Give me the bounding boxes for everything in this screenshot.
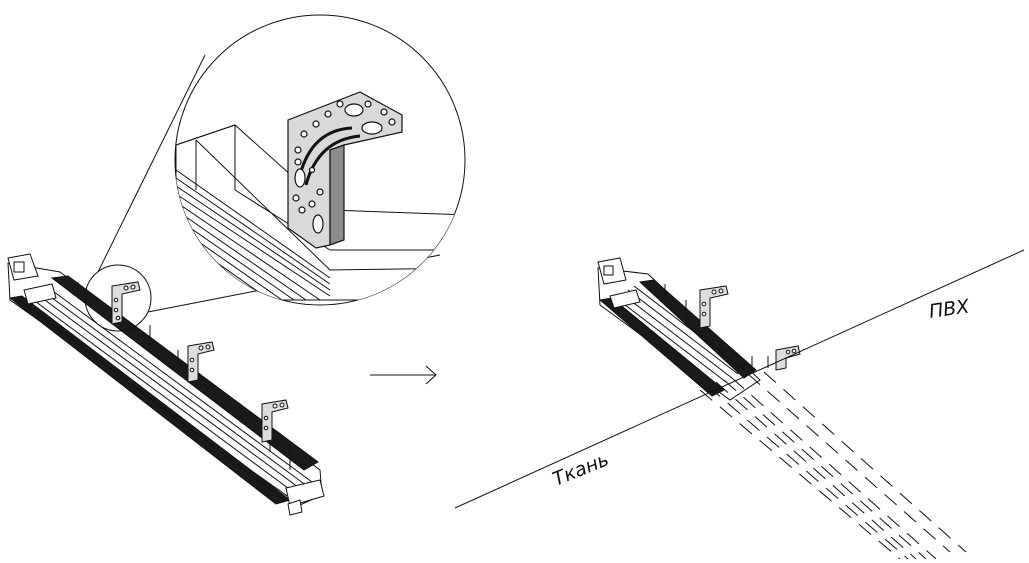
membrane-line <box>454 249 1025 509</box>
right-bracket-2 <box>775 345 801 371</box>
right-arrow-icon <box>370 365 437 385</box>
label-pvx: ПВХ <box>928 295 972 323</box>
membrane-dashed-lines <box>699 371 967 560</box>
detail-focus-circle <box>84 264 152 332</box>
right-profile-assembly <box>597 257 769 401</box>
left-profile-body <box>7 262 323 506</box>
left-profile-dark-rail-top <box>50 275 319 471</box>
left-bracket-1 <box>111 281 141 325</box>
left-bracket-2 <box>187 341 215 383</box>
right-profile-dark-rail-top <box>638 279 757 379</box>
zoom-angle-bracket <box>287 91 403 249</box>
right-profile-dark-rail-bottom <box>598 297 725 397</box>
callout-line-top <box>97 54 206 273</box>
zoom-detail <box>174 14 466 306</box>
label-tkan: Ткань <box>550 448 612 490</box>
left-bracket-3 <box>261 399 289 443</box>
left-profile-assembly <box>7 253 325 516</box>
right-bracket-1 <box>699 285 729 329</box>
